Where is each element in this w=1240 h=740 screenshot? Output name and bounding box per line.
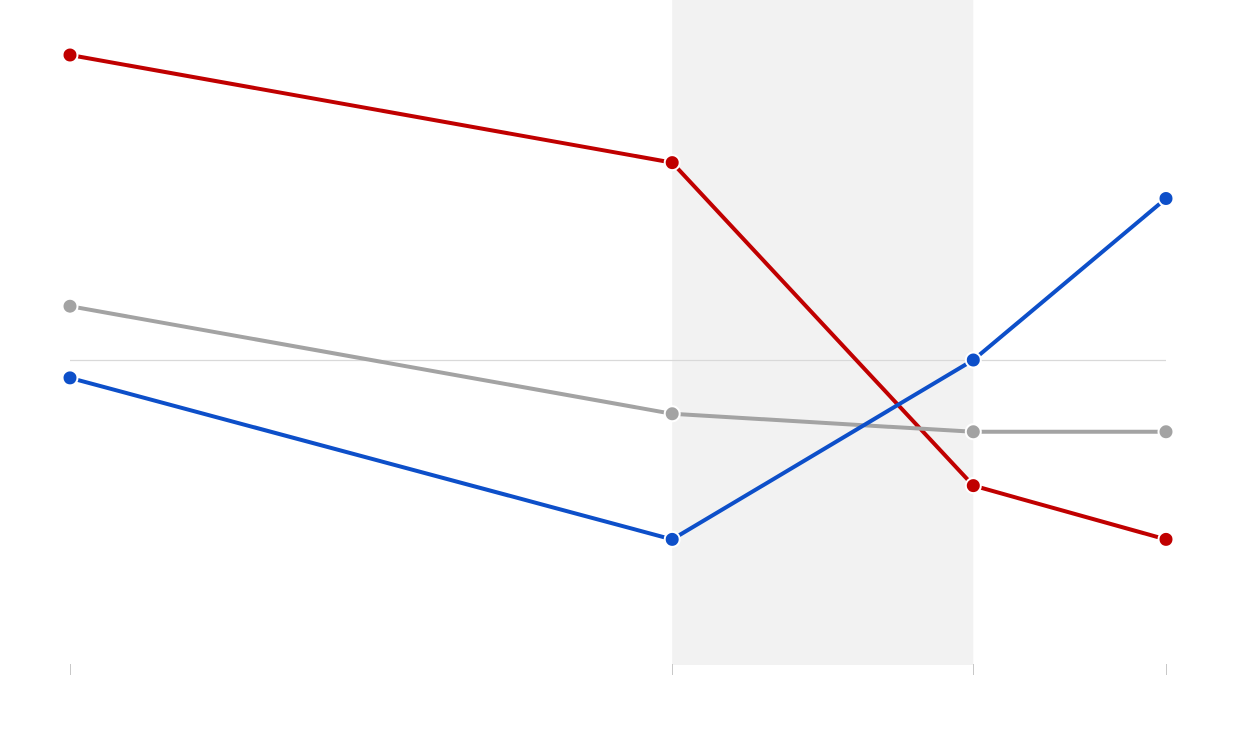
data-point (964, 423, 982, 441)
data-point (1157, 423, 1175, 441)
data-point (61, 297, 79, 315)
highlight-band (672, 0, 974, 665)
series-line (68, 53, 1168, 542)
data-point (1157, 530, 1175, 548)
series-3 (61, 190, 1175, 548)
data-point (1157, 190, 1175, 207)
data-point (964, 477, 982, 495)
series-layer (61, 46, 1175, 548)
data-point (663, 154, 681, 172)
series-2 (61, 297, 1175, 441)
data-point (663, 405, 681, 423)
x-axis-ticks (70, 664, 1167, 675)
series-line (68, 196, 1168, 542)
data-point (964, 351, 982, 369)
highlight-band-layer (672, 0, 974, 665)
data-point (61, 46, 79, 64)
series-line (68, 304, 1168, 434)
data-point (663, 530, 681, 548)
data-point (61, 369, 79, 387)
series-1 (61, 46, 1175, 548)
